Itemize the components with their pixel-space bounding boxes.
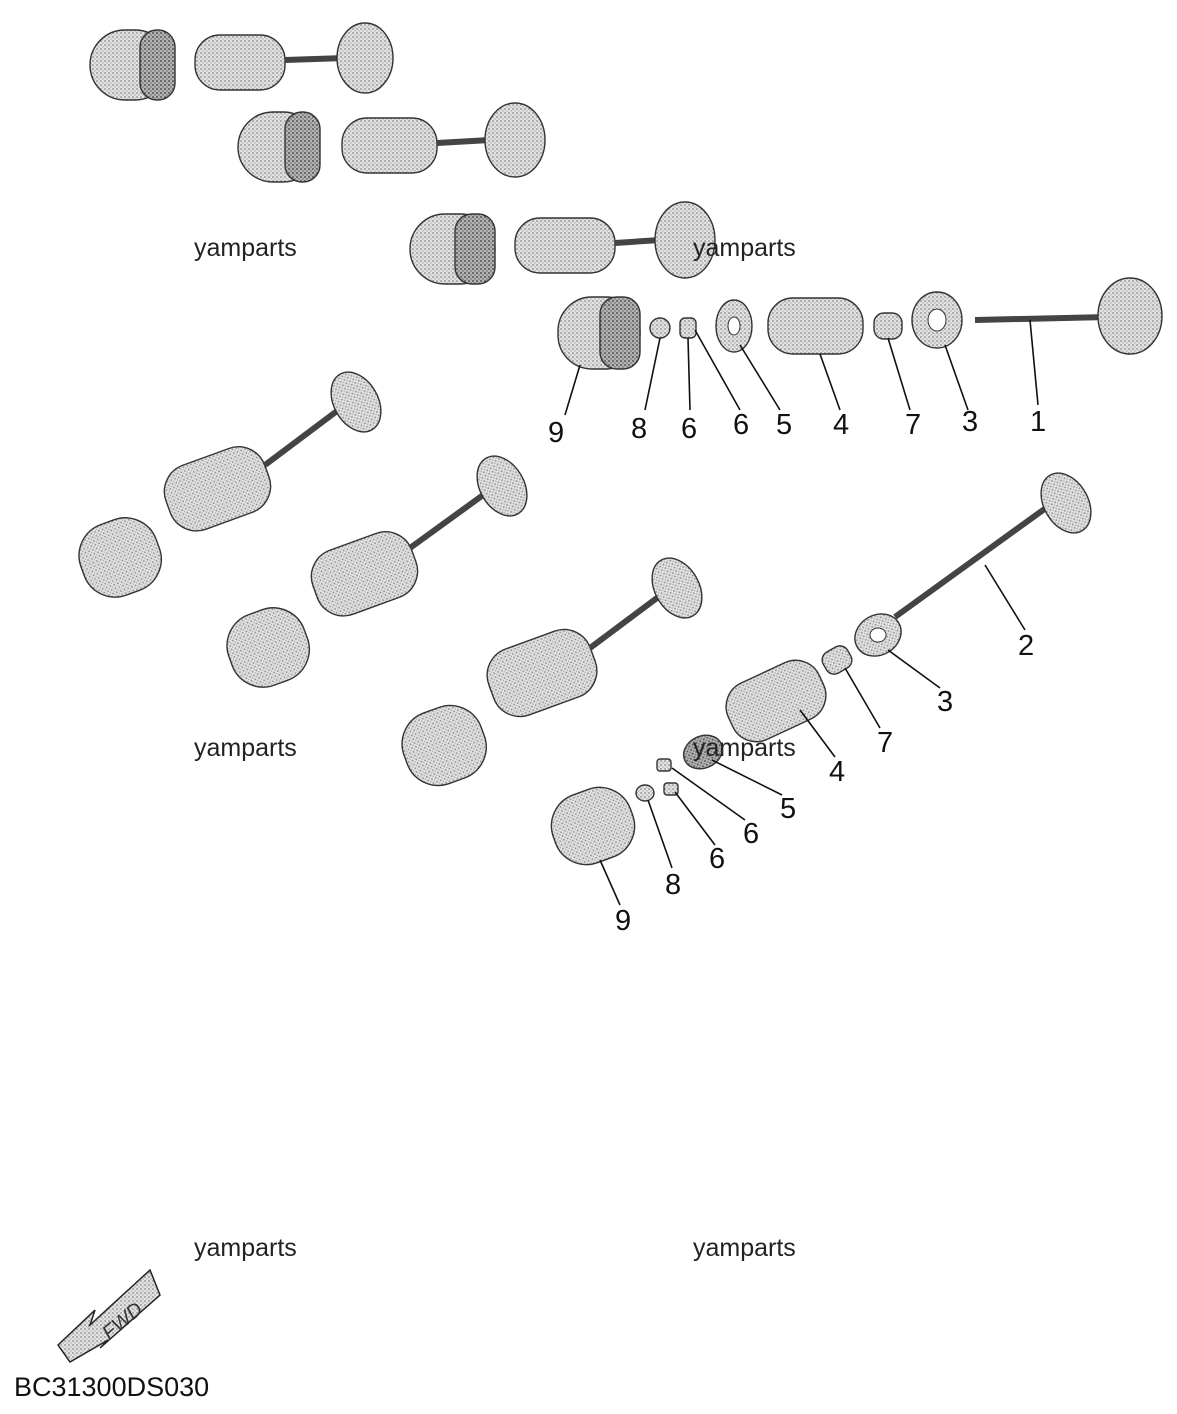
intake-valve-assembly-1 bbox=[89, 22, 394, 101]
watermarks: yamparts yamparts yamparts yamparts yamp… bbox=[194, 234, 796, 1262]
callout-lower-2: 2 bbox=[1018, 630, 1034, 662]
watermark-1: yamparts bbox=[194, 234, 297, 262]
callout-upper-1: 1 bbox=[1030, 406, 1046, 438]
callout-upper-6b: 6 bbox=[733, 409, 749, 441]
watermark-5: yamparts bbox=[194, 1234, 297, 1262]
callout-upper-5: 5 bbox=[776, 409, 792, 441]
callout-lower-5: 5 bbox=[780, 793, 796, 825]
fwd-arrow-icon: FWD bbox=[57, 1268, 161, 1363]
callout-upper-6a: 6 bbox=[681, 413, 697, 445]
callout-lower-7: 7 bbox=[877, 727, 893, 759]
lower-leader-lines bbox=[599, 564, 1026, 906]
diagram-code: BC31300DS030 bbox=[14, 1372, 209, 1402]
callout-lower-6a: 6 bbox=[743, 818, 759, 850]
upper-callouts: 9 8 6 6 5 4 7 3 1 bbox=[548, 406, 1046, 449]
callout-lower-4: 4 bbox=[829, 756, 845, 788]
callout-upper-8: 8 bbox=[631, 413, 647, 445]
exhaust-valve-assembly-1 bbox=[78, 371, 382, 598]
exhaust-valve-assembly-2 bbox=[226, 455, 528, 688]
intake-valve-assembly-3 bbox=[409, 201, 716, 285]
callout-upper-4: 4 bbox=[833, 409, 849, 441]
callout-upper-3: 3 bbox=[962, 406, 978, 438]
lower-exploded-parts bbox=[550, 472, 1092, 866]
callout-upper-9: 9 bbox=[548, 417, 564, 449]
callout-lower-9: 9 bbox=[615, 905, 631, 937]
lower-callouts: 2 3 7 4 5 6 6 8 9 bbox=[615, 630, 1034, 937]
upper-leader-lines bbox=[564, 319, 1039, 416]
callout-lower-3: 3 bbox=[937, 686, 953, 718]
watermark-6: yamparts bbox=[693, 1234, 796, 1262]
watermark-2: yamparts bbox=[693, 234, 796, 262]
watermark-3: yamparts bbox=[194, 734, 297, 762]
callout-upper-7: 7 bbox=[905, 409, 921, 441]
intake-valve-assembly-2 bbox=[237, 102, 546, 183]
callout-lower-8: 8 bbox=[665, 869, 681, 901]
exhaust-valve-assembly-3 bbox=[401, 557, 703, 787]
upper-exploded-parts bbox=[557, 277, 1163, 370]
callout-lower-6b: 6 bbox=[709, 843, 725, 875]
watermark-4: yamparts bbox=[693, 734, 796, 762]
